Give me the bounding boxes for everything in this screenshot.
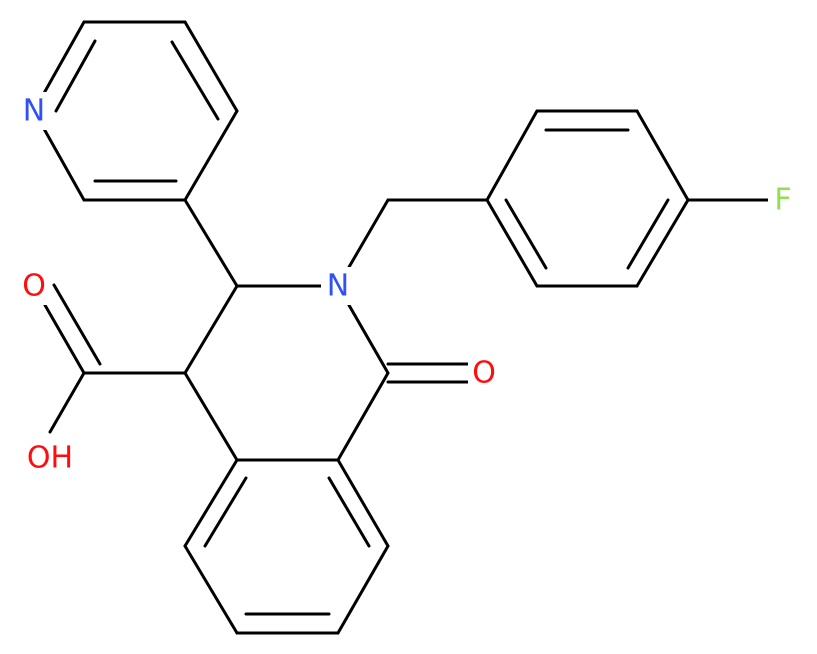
carbonyl-oxygen-label: O	[22, 269, 46, 304]
bond	[485, 198, 539, 288]
bond	[170, 40, 220, 121]
hydroxyl-label: OH	[27, 441, 73, 476]
bond	[183, 371, 239, 462]
bond	[183, 20, 239, 113]
pyridine-nitrogen-label: N	[23, 94, 45, 129]
bond	[183, 198, 239, 288]
bond	[183, 109, 239, 202]
bond	[485, 109, 539, 202]
bond	[626, 198, 670, 270]
bond	[504, 198, 548, 270]
bond	[54, 39, 97, 113]
bond	[183, 544, 239, 635]
lactam-oxygen-label: O	[472, 356, 496, 391]
bond	[183, 284, 239, 375]
bond	[635, 109, 690, 202]
amide-nitrogen-label: N	[327, 269, 349, 304]
bond	[336, 371, 390, 462]
label-backgrounds	[18, 92, 796, 478]
bond	[203, 476, 248, 548]
bond	[336, 458, 390, 548]
bond	[327, 476, 371, 548]
bond	[336, 544, 390, 635]
bonds	[32, 20, 772, 635]
atom-labels: N N F O OH O	[22, 94, 791, 476]
bond	[183, 458, 239, 548]
bond	[48, 371, 86, 434]
bond	[635, 198, 690, 288]
fluorine-label: F	[774, 183, 791, 218]
bond	[52, 283, 102, 366]
